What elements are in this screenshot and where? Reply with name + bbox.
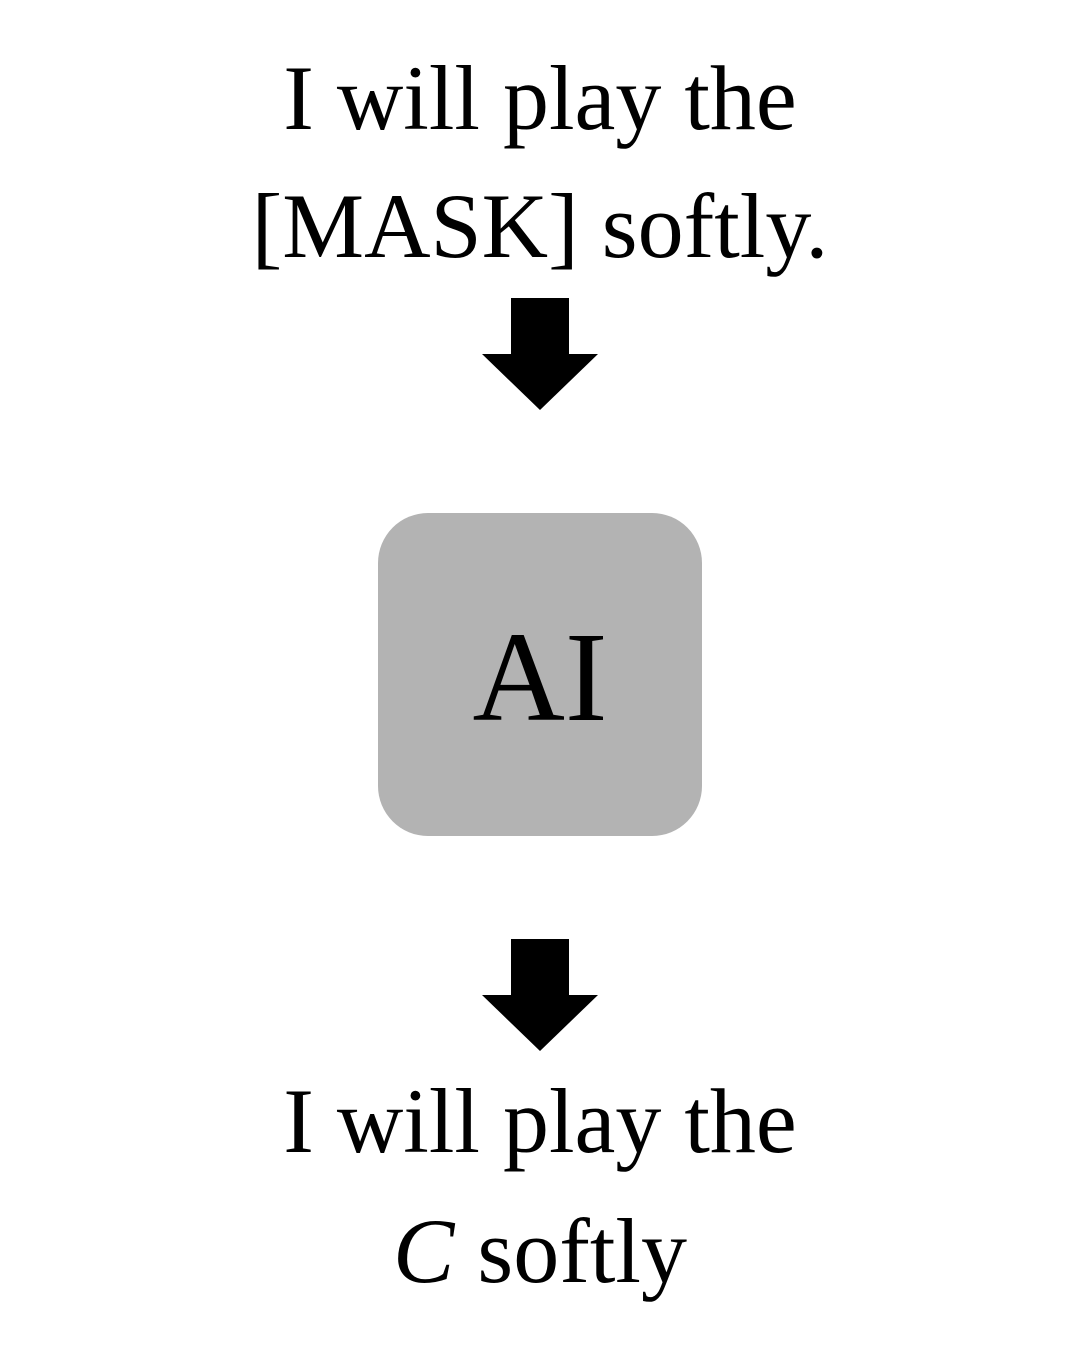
predicted-token: C: [393, 1200, 455, 1302]
input-sentence-line-2: [MASK] softly.: [0, 180, 1080, 272]
output-line-1-text: I will play the: [283, 1070, 797, 1172]
input-line-1-text: I will play the: [283, 47, 797, 149]
ai-model-label: AI: [472, 605, 608, 748]
arrow-down-icon: [482, 298, 598, 410]
ai-model-box: AI: [378, 513, 702, 836]
output-sentence-line-1: I will play the: [0, 1075, 1080, 1167]
arrow-down-icon: [482, 939, 598, 1051]
input-line-2-text: [MASK] softly.: [251, 175, 829, 277]
output-sentence-line-2: C softly: [0, 1205, 1080, 1297]
output-line-2-rest: softly: [454, 1200, 687, 1302]
input-sentence-line-1: I will play the: [0, 52, 1080, 144]
